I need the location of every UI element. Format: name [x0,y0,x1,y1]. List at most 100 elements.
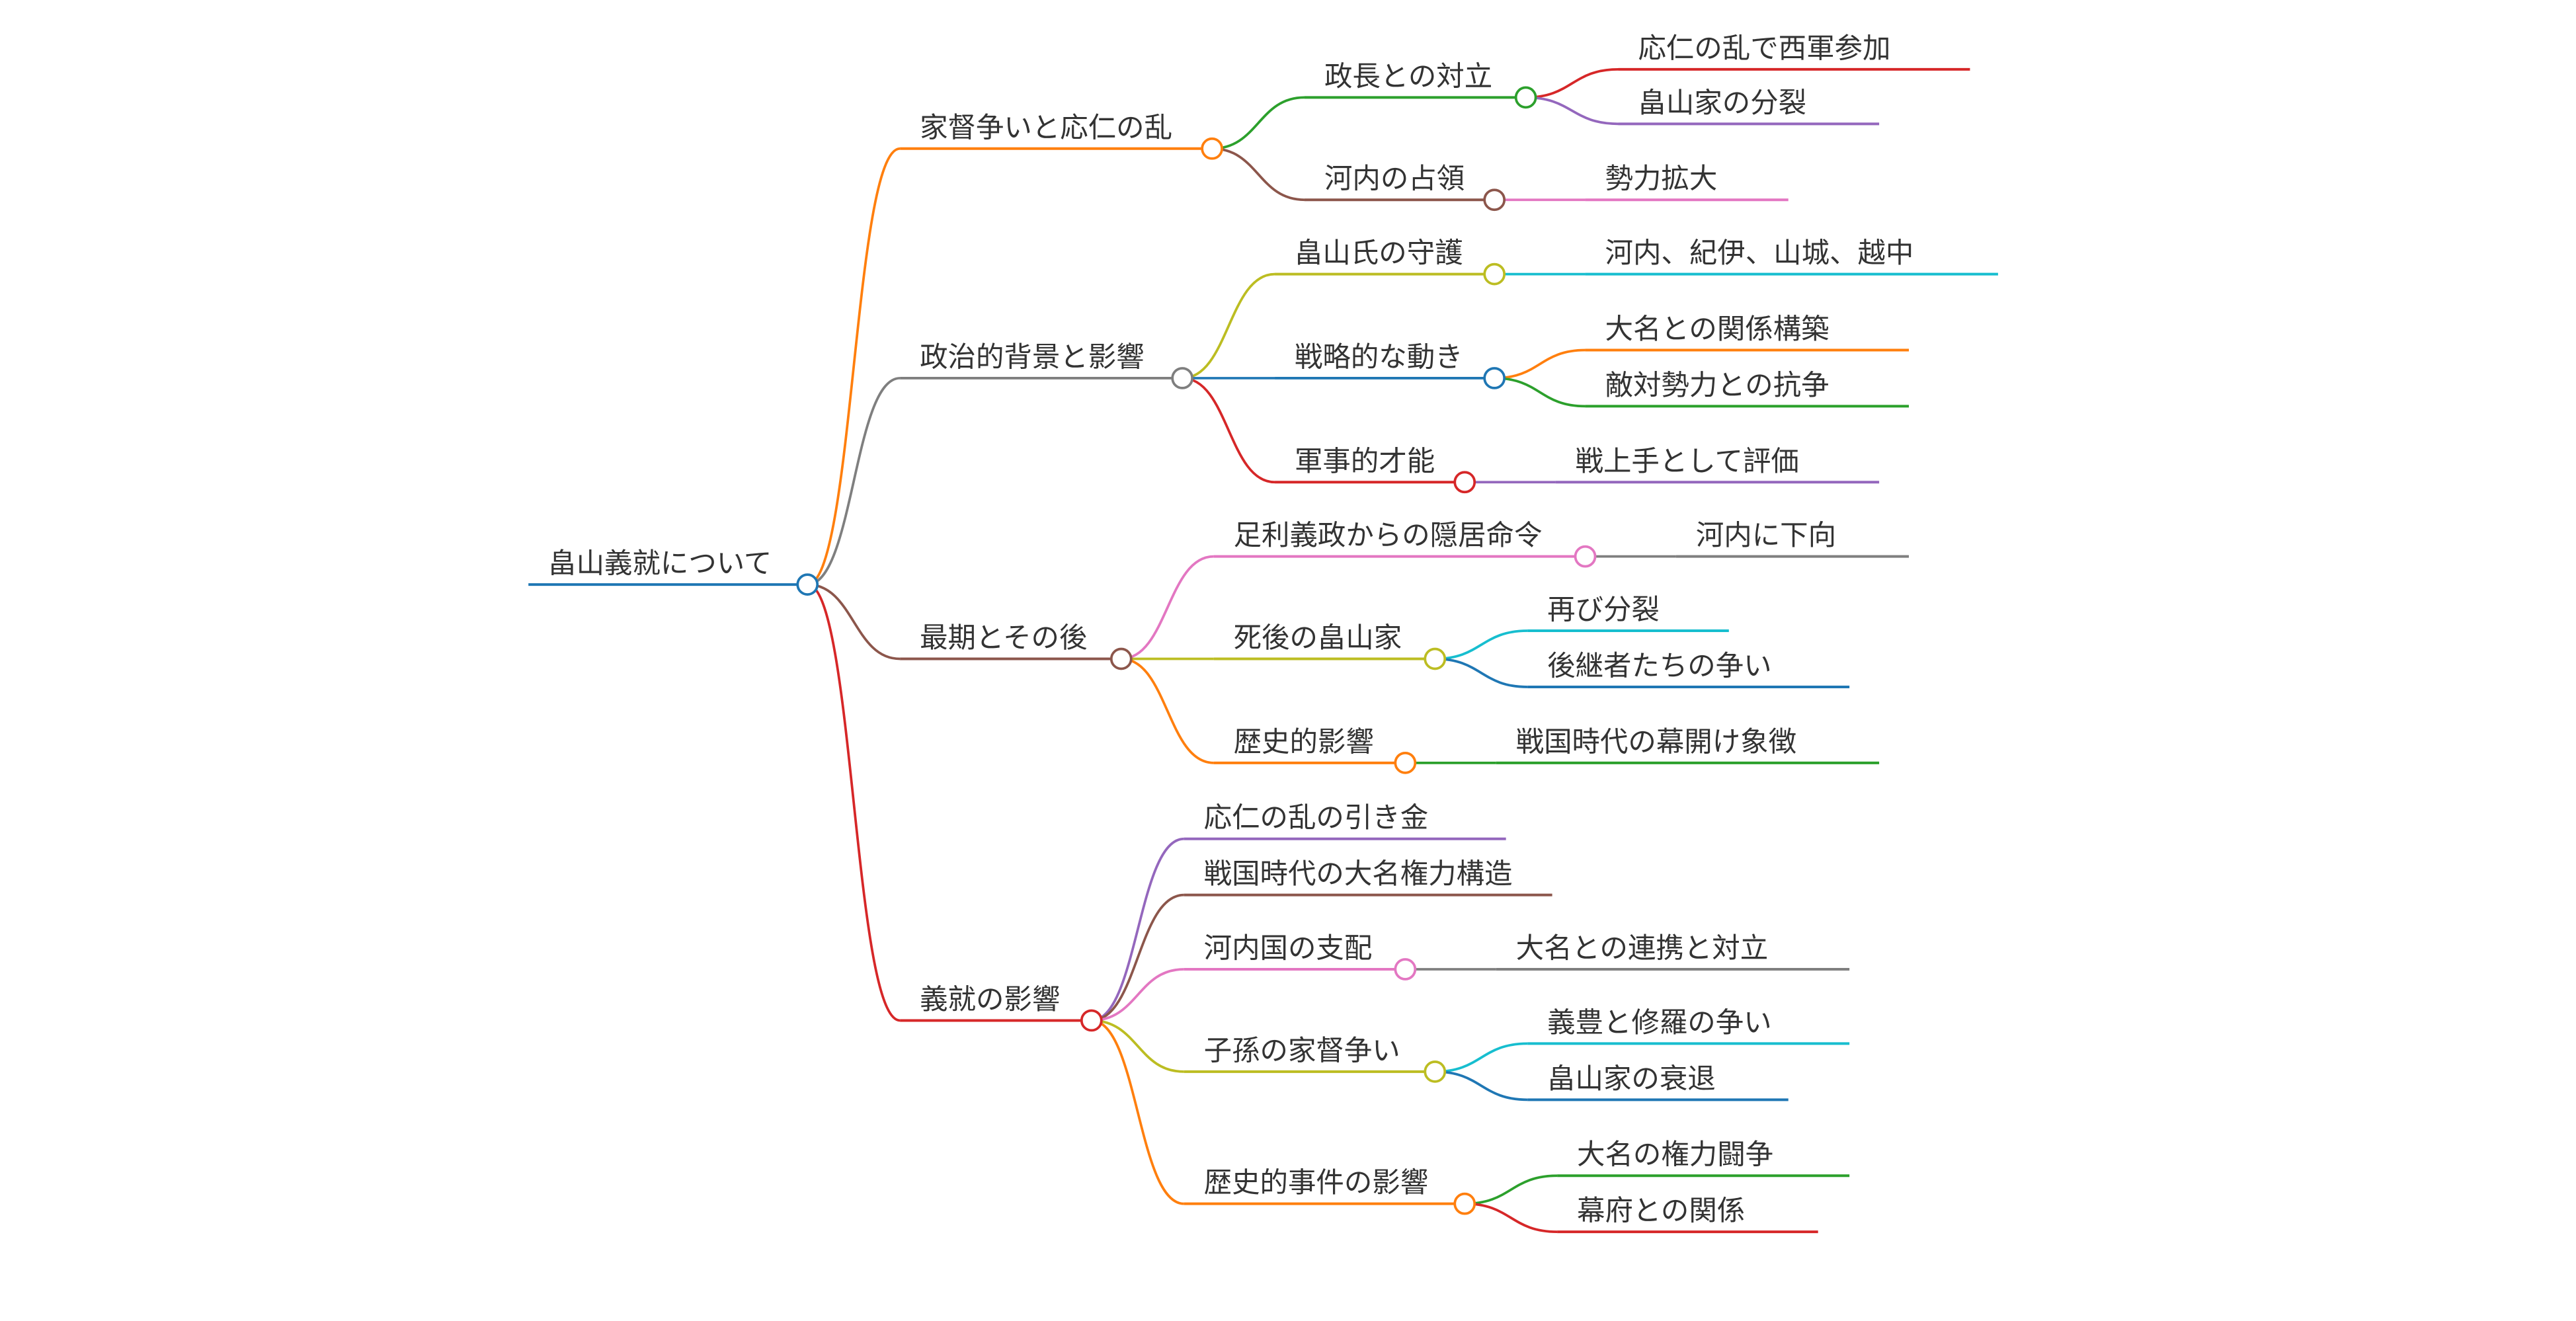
mind-map-node[interactable]: 畠山家の衰退 [1527,1063,1789,1101]
mind-map-node[interactable]: 歴史的影響 [1213,726,1417,774]
node-label: 応仁の乱で西軍参加 [1638,32,1890,65]
mind-map-node[interactable]: 軍事的才能 [1275,446,1476,494]
connector-curve [1091,1019,1184,1073]
node-label: 後継者たちの争い [1547,650,1772,682]
connector-curve [807,377,901,586]
mind-map-node[interactable]: 足利義政からの隠居命令 [1213,520,1597,568]
node-label: 歴史的事件の影響 [1204,1167,1429,1199]
mind-map-node[interactable]: 政治的背景と影響 [900,341,1194,389]
node-label: 最期とその後 [920,622,1087,655]
connector-curve [1182,272,1275,380]
mind-map-node[interactable]: 勢力拡大 [1585,163,1789,202]
node-label: 死後の畠山家 [1234,622,1402,655]
collapse-toggle-circle[interactable] [1394,958,1417,981]
mind-map-node[interactable]: 幕府との関係 [1557,1195,1818,1234]
connector-curve [1121,657,1214,764]
mind-map-node[interactable]: 政長との対立 [1304,61,1537,109]
mind-map-node[interactable]: 家督争いと応仁の乱 [900,112,1223,160]
node-label: 義就の影響 [920,984,1060,1016]
connector-curve [1494,348,1586,380]
node-label: 河内の占領 [1324,163,1465,196]
collapse-toggle-circle[interactable] [1394,751,1417,774]
node-label: 政長との対立 [1324,61,1492,93]
connector-curve [1091,893,1184,1022]
connector-curve [807,583,901,660]
node-label: 河内、紀伊、山城、越中 [1605,237,1914,270]
connector-curve [1435,657,1528,688]
connector-curve [807,147,901,586]
node-label: 足利義政からの隠居命令 [1234,520,1543,552]
connector-curve [1435,629,1528,660]
mind-map-node[interactable]: 河内の占領 [1304,163,1506,212]
node-label: 再び分裂 [1547,594,1660,627]
mind-map-node[interactable]: 河内、紀伊、山城、越中 [1585,237,1998,276]
connector-curve [807,583,901,1022]
mind-map-nodes: 畠山義就について 家督争いと応仁の乱 政長との対立 応仁の乱で西軍参加畠山家の分裂河内… [528,32,1998,1234]
collapse-toggle-circle[interactable] [1483,367,1506,389]
collapse-toggle-circle[interactable] [1201,137,1223,160]
root-node[interactable]: 畠山義就について [528,548,819,596]
node-label: 畠山氏の守護 [1295,237,1463,270]
mind-map-node[interactable]: 戦国時代の幕開け象徴 [1496,726,1880,764]
mind-map-node[interactable]: 義就の影響 [900,984,1103,1032]
connector-curve [1435,1070,1528,1101]
collapse-toggle-circle[interactable] [1574,545,1597,568]
node-label: 敵対勢力との抗争 [1605,370,1830,402]
mind-map-node[interactable]: 義豊と修羅の争い [1527,1007,1850,1045]
node-label: 応仁の乱の引き金 [1204,802,1429,834]
node-label: 戦上手として評価 [1576,446,1799,478]
mind-map-node[interactable]: 河内に下向 [1675,520,1910,558]
node-label: 子孫の家督争い [1204,1035,1400,1067]
mind-map-edges [807,68,1676,1233]
node-label: 軍事的才能 [1295,446,1435,478]
mind-map-node[interactable]: 子孫の家督争い [1184,1035,1447,1083]
mind-map-node[interactable]: 死後の畠山家 [1213,622,1447,670]
mind-map-node[interactable]: 敵対勢力との抗争 [1585,370,1910,408]
node-label: 畠山義就について [548,548,772,580]
mind-map-node[interactable]: 最期とその後 [900,622,1133,670]
connector-curve [1525,68,1619,99]
mind-map-node[interactable]: 再び分裂 [1527,594,1729,633]
mind-map-node[interactable]: 河内国の支配 [1184,933,1417,981]
node-label: 大名との関係構築 [1605,313,1830,346]
mind-map-node[interactable]: 大名との関係構築 [1585,313,1910,352]
collapse-toggle-circle[interactable] [1453,1192,1476,1215]
collapse-toggle-circle[interactable] [1109,647,1133,670]
node-label: 義豊と修羅の争い [1547,1007,1772,1039]
mind-map-node[interactable]: 戦国時代の大名権力構造 [1184,858,1552,897]
mind-map-node[interactable]: 歴史的事件の影響 [1184,1167,1476,1215]
mind-map-node[interactable]: 戦上手として評価 [1555,446,1880,484]
connector-curve [1091,1019,1184,1205]
connector-curve [1435,1042,1528,1073]
connector-curve [1212,147,1305,202]
node-label: 大名の権力闘争 [1577,1139,1773,1172]
node-label: 勢力拡大 [1605,163,1718,196]
mind-map-node[interactable]: 畠山氏の守護 [1275,237,1506,286]
collapse-toggle-circle[interactable] [796,573,819,596]
collapse-toggle-circle[interactable] [1424,1061,1447,1083]
mind-map-node[interactable]: 応仁の乱で西軍参加 [1618,32,1970,71]
collapse-toggle-circle[interactable] [1483,262,1506,286]
collapse-toggle-circle[interactable] [1080,1009,1103,1032]
mind-map-node[interactable]: 大名との連携と対立 [1496,933,1850,971]
collapse-toggle-circle[interactable] [1453,471,1476,494]
mind-map-node[interactable]: 応仁の乱の引き金 [1184,802,1506,840]
mind-map-node[interactable]: 戦略的な動き [1275,341,1506,389]
connector-curve [1465,1202,1558,1233]
node-label: 戦略的な動き [1295,341,1463,374]
node-label: 歴史的影響 [1234,726,1374,758]
collapse-toggle-circle[interactable] [1483,188,1506,212]
mind-map-node[interactable]: 畠山家の分裂 [1618,87,1880,126]
collapse-toggle-circle[interactable] [1514,86,1537,109]
node-label: 畠山家の分裂 [1638,87,1806,120]
mind-map-node[interactable]: 大名の権力闘争 [1557,1139,1850,1178]
node-label: 大名との連携と対立 [1516,933,1769,965]
node-label: 河内に下向 [1696,520,1836,552]
connector-curve [1525,96,1619,126]
node-label: 幕府との関係 [1577,1195,1745,1228]
collapse-toggle-circle[interactable] [1171,367,1194,389]
mind-map-node[interactable]: 後継者たちの争い [1527,650,1850,688]
connector-curve [1494,377,1586,408]
collapse-toggle-circle[interactable] [1424,647,1447,670]
